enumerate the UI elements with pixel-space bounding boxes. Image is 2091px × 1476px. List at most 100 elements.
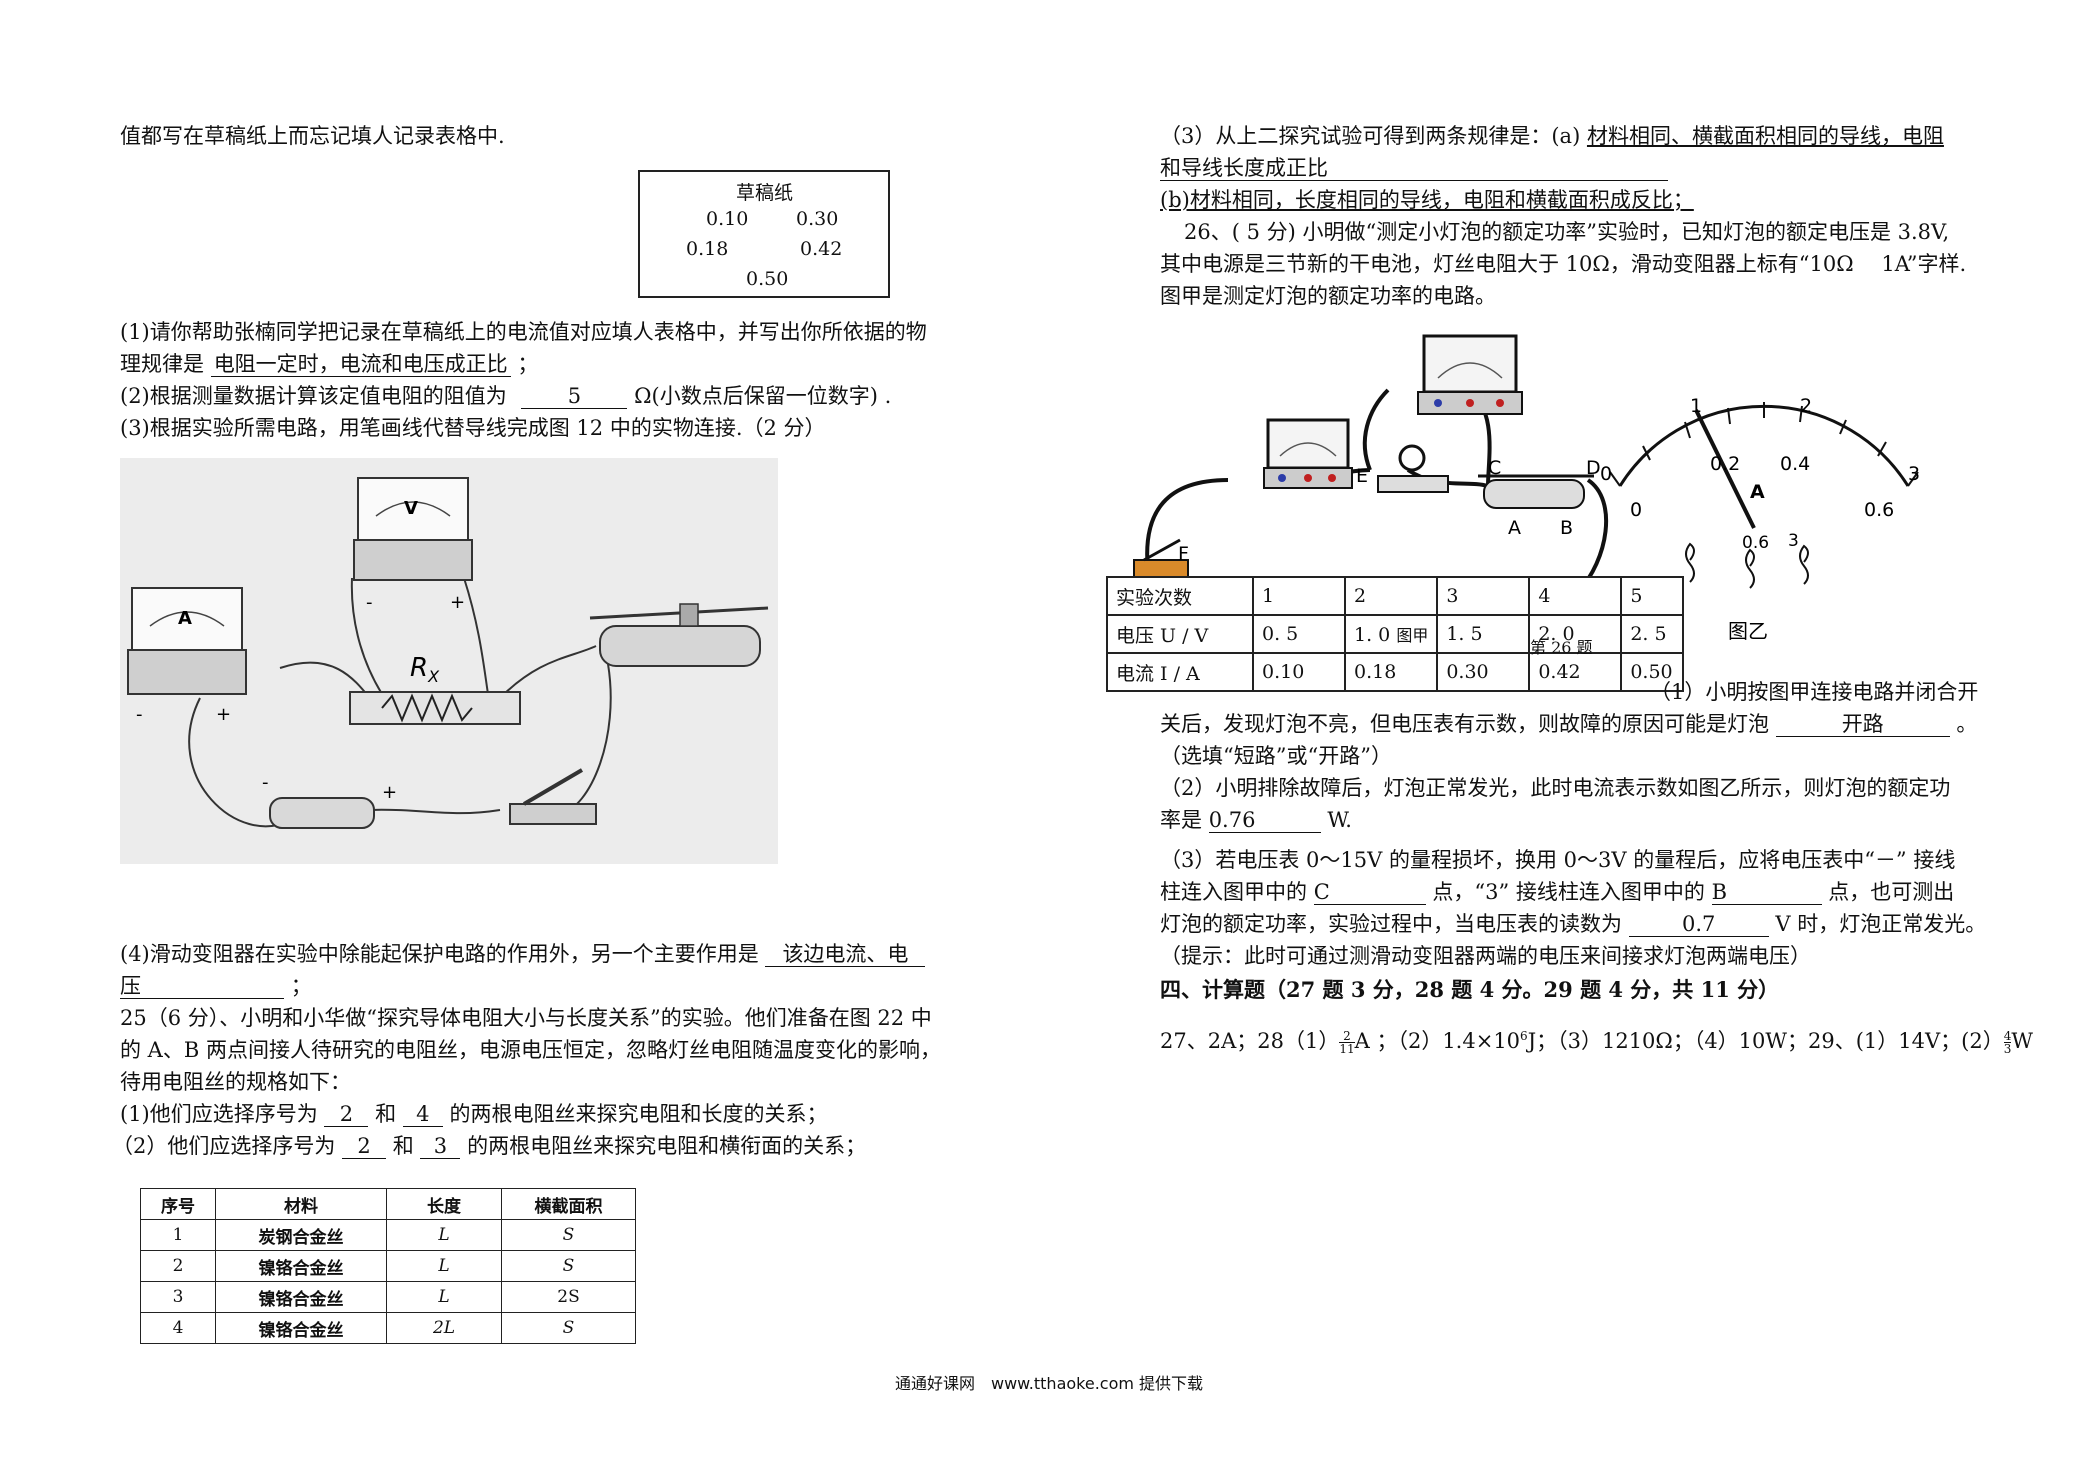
terminal-clip bbox=[1799, 544, 1809, 585]
exponent: 6 bbox=[1520, 1029, 1528, 1043]
ammeter-minus: - bbox=[136, 704, 143, 725]
table-cell: 0.50 bbox=[1620, 652, 1685, 692]
q4-answer-1: 该边电流、电 bbox=[765, 942, 926, 967]
table-row: 4 镍铬合金丝 2L S bbox=[140, 1312, 636, 1344]
rheostat-rod bbox=[589, 606, 769, 620]
terminal-label-06: 0.6 bbox=[1742, 533, 1769, 553]
q4-text-end: ； bbox=[290, 974, 312, 998]
table-row: 3 镍铬合金丝 L 2S bbox=[140, 1281, 636, 1313]
q25-sub1-text-end: 的两根电阻丝来探究电阻和长度的关系； bbox=[449, 1102, 828, 1126]
r3-answer-a2: 和导线长度成正比 bbox=[1160, 156, 1668, 181]
table-row: 2 镍铬合金丝 L S bbox=[140, 1250, 636, 1282]
answers-text: 27、2A；28（1） bbox=[1160, 1029, 1340, 1053]
table-cell: 2 bbox=[1343, 576, 1439, 616]
table-cell: 镍铬合金丝 bbox=[215, 1281, 387, 1313]
table-row-head: 电压 U / V bbox=[1106, 614, 1254, 654]
draft-value: 0.30 bbox=[796, 208, 839, 230]
draft-value: 0.10 bbox=[706, 208, 749, 230]
page-footer: 通通好课网 www.tthaoke.com 提供下载 bbox=[895, 1374, 1204, 1393]
measurement-table: 实验次数 1 2 3 4 5 电压 U / V 0. 5 1. 0 图甲 1. … bbox=[1106, 576, 1685, 692]
q2-line: (2)根据测量数据计算该定值电阻的阻值为 5 Ω(小数点后保留一位数字) . bbox=[120, 380, 891, 412]
resistor-coil bbox=[381, 693, 473, 723]
table-cell: 2L bbox=[386, 1312, 502, 1344]
answers-text: J；（3）1210Ω；（4）10W；29、(1）14V；(2） bbox=[1527, 1029, 2004, 1053]
q25-sub2: （2）他们应选择序号为 2 和 3 的两根电阻丝来探究电阻和横衔面的关系； bbox=[112, 1130, 866, 1162]
q1-text-end: ； bbox=[517, 352, 539, 376]
table-cell: 0.10 bbox=[1252, 652, 1346, 692]
scale-lower-0: 0 bbox=[1630, 499, 1642, 521]
table-cell: 1 bbox=[1252, 576, 1346, 616]
s1-answer: 开路 bbox=[1775, 712, 1950, 737]
ammeter-plus: + bbox=[216, 704, 231, 725]
dial-arc bbox=[1618, 404, 1910, 487]
table-header: 长度 bbox=[386, 1188, 502, 1220]
figure-yi-ammeter-dial: 1 2 3 0 0.2 0.4 0.6 0 A 0.6 3 图乙 bbox=[1600, 395, 1920, 643]
table-cell: 4 bbox=[1528, 576, 1623, 616]
table-row: 电流 I / A 0.10 0.18 0.30 0.42 0.50 bbox=[1106, 652, 1685, 692]
text-line-top: 值都写在草稿纸上而忘记填人记录表格中. bbox=[120, 124, 505, 148]
q25-sub1-answer-a: 2 bbox=[324, 1102, 369, 1127]
battery bbox=[269, 797, 375, 829]
table-cell: 3 bbox=[140, 1281, 216, 1313]
s1-text: 关后，发现灯泡不亮，但电压表有示数，则故障的原因可能是灯泡 bbox=[1160, 712, 1769, 736]
table-cell: L bbox=[386, 1281, 502, 1313]
draft-paper-box: 草稿纸 0.10 0.30 0.18 0.42 0.50 bbox=[638, 170, 890, 298]
s3-line-2: 柱连入图甲中的 C 点，“3” 接线柱连入图甲中的 B 点，也可测出 bbox=[1160, 876, 1954, 908]
scale-lower-02: 0.2 bbox=[1710, 453, 1740, 475]
point-label-c: C bbox=[1488, 457, 1501, 479]
point-label-e: E bbox=[1356, 465, 1368, 487]
q26-line-3: 图甲是测定灯泡的额定功率的电路。 bbox=[1160, 284, 1496, 308]
q25-line-2: 的 A、B 两点间接人待研究的电阻丝，电源电压恒定，忽略灯丝电阻随温度变化的影响… bbox=[120, 1038, 941, 1062]
q25-sub2-answer-b: 3 bbox=[420, 1134, 461, 1159]
battery-plus: + bbox=[382, 782, 397, 803]
q2-text: (2)根据测量数据计算该定值电阻的阻值为 bbox=[120, 384, 507, 408]
table-cell: 0.30 bbox=[1436, 652, 1531, 692]
r3-line-2: 和导线长度成正比 bbox=[1160, 152, 1668, 184]
s2-line-2: 率是 0.76 W. bbox=[1160, 804, 1352, 836]
s2-line-1: （2）小明排除故障后，灯泡正常发光，此时电流表示数如图乙所示，则灯泡的额定功 bbox=[1160, 776, 1951, 800]
q1-line-2: 理规律是 电阻一定时，电流和电压成正比 ； bbox=[120, 348, 538, 380]
table-row: 1 炭钢合金丝 L S bbox=[140, 1219, 636, 1251]
r3-line-1: （3）从上二探究试验可得到两条规律是：(a) 材料相同、横截面积相同的导线，电阻 bbox=[1160, 120, 1944, 152]
s3-text-2-end: V 时，灯泡正常发光。 bbox=[1775, 912, 1987, 936]
q2-text-end: Ω(小数点后保留一位数字) . bbox=[634, 384, 892, 408]
table-row: 实验次数 1 2 3 4 5 bbox=[1106, 576, 1685, 616]
draft-title: 草稿纸 bbox=[736, 182, 794, 204]
table-cell: 2. 0 bbox=[1538, 623, 1575, 645]
table-cell: 0. 5 bbox=[1252, 614, 1346, 654]
figure-number-label: 第 26 题 bbox=[1530, 638, 1593, 657]
draft-value: 0.42 bbox=[800, 238, 843, 260]
scale-upper-2: 2 bbox=[1800, 395, 1812, 417]
table-cell: L bbox=[386, 1250, 502, 1282]
q2-answer: 5 bbox=[521, 384, 628, 409]
q4-answer-2: 压 bbox=[120, 974, 284, 999]
s3-answer-voltage: 0.7 bbox=[1628, 912, 1769, 937]
section-4-title: 四、计算题（27 题 3 分，28 题 4 分。29 题 4 分，共 11 分） bbox=[1160, 977, 1780, 1002]
r3-answer-a1: 材料相同、横截面积相同的导线，电阻 bbox=[1586, 124, 1944, 148]
s2-text-end: W. bbox=[1327, 808, 1352, 832]
s3-line-3: 灯泡的额定功率，实验过程中，当电压表的读数为 0.7 V 时，灯泡正常发光。 bbox=[1160, 908, 1986, 940]
q4-text: (4)滑动变阻器在实验中除能起保护电路的作用外，另一个主要作用是 bbox=[120, 942, 759, 966]
lamp-bulb bbox=[1398, 444, 1426, 472]
q25-sub2-text: （2）他们应选择序号为 bbox=[112, 1134, 336, 1158]
voltmeter-base bbox=[353, 539, 473, 581]
resistor-board bbox=[349, 691, 521, 725]
switch-base bbox=[509, 803, 597, 825]
point-label-a: A bbox=[1508, 517, 1521, 539]
s3-text-mid: 点，“3” 接线柱连入图甲中的 bbox=[1432, 880, 1705, 904]
lamp-base bbox=[1377, 475, 1449, 493]
table-cell: 4 bbox=[140, 1312, 216, 1344]
q25-sub2-answer-a: 2 bbox=[342, 1134, 387, 1159]
terminal-label-3: 3 bbox=[1788, 531, 1799, 551]
q26-line-2: 其中电源是三节新的干电池，灯丝电阻大于 10Ω，滑动变阻器上标有“10Ω 1A”… bbox=[1160, 252, 1967, 276]
table-row: 电压 U / V 0. 5 1. 0 图甲 1. 5 2. 0 2. 5 bbox=[1106, 614, 1685, 654]
q25-sub1-answer-b: 4 bbox=[402, 1102, 443, 1127]
scale-lower-04: 0.4 bbox=[1780, 453, 1810, 475]
scale-lower-06: 0.6 bbox=[1864, 499, 1894, 521]
table-cell: 3 bbox=[1436, 576, 1531, 616]
q4-line-1: (4)滑动变阻器在实验中除能起保护电路的作用外，另一个主要作用是 该边电流、电 bbox=[120, 938, 926, 970]
table-cell: L bbox=[386, 1219, 502, 1251]
q1-text: 理规律是 bbox=[120, 352, 204, 376]
